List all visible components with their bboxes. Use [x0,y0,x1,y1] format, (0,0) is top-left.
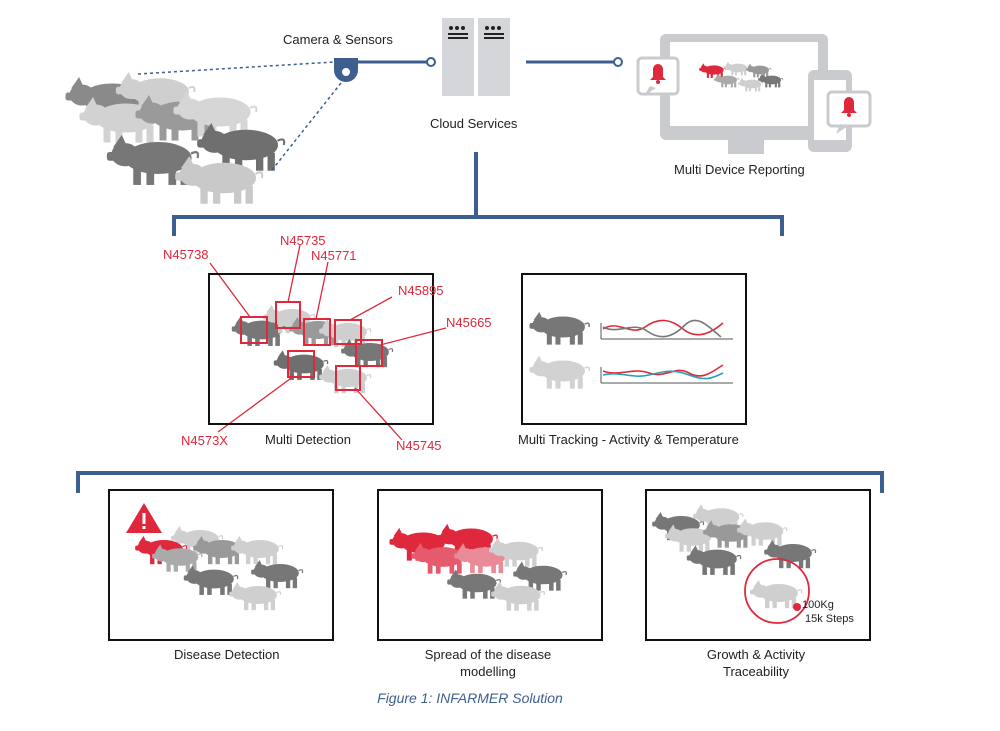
temperature-line [602,319,722,338]
multi-detection-panel [208,273,434,425]
cloud-report-node [613,57,623,67]
growth-traceability-panel: 100Kg 15k Steps [645,489,871,641]
tag-n4573x: N4573X [181,433,228,448]
tag-n45745: N45745 [396,438,442,453]
bell-icon-phone [826,90,872,134]
multi-device-reporting-label: Multi Device Reporting [674,162,805,177]
tag-n45771: N45771 [311,248,357,263]
multi-tracking-label: Multi Tracking - Activity & Temperature [518,432,739,447]
figure-caption: Figure 1: INFARMER Solution [377,690,563,706]
spread-modelling-panel [377,489,603,641]
tag-n45895: N45895 [398,283,444,298]
detection-leader-lines [209,244,447,441]
multi-tracking-panel [521,273,747,425]
growth-graphic [651,504,817,624]
steps-readout: 15k Steps [805,613,854,625]
spread-graphic [389,523,567,611]
camera-icon [334,58,358,82]
tracking-circle [744,558,810,624]
temperature-line-2 [602,370,724,380]
weight-readout: 100Kg [802,599,834,611]
activity-line-2 [602,364,724,377]
camera-cloud-node [426,57,436,67]
camera-view-line-top [137,61,335,75]
disease-detection-panel [108,489,334,641]
middle-bracket [172,152,784,236]
tracking-point [793,603,801,611]
cloud-services-label: Cloud Services [430,116,518,131]
disease-detection-label: Disease Detection [174,647,280,662]
warning-icon [126,503,162,533]
bell-icon [636,56,680,96]
tag-n45738: N45738 [163,247,209,262]
camera-sensors-label: Camera & Sensors [283,32,393,47]
growth-label-line2: Traceability [723,664,789,679]
spread-label-line2: modelling [460,664,516,679]
tag-n45665: N45665 [446,315,492,330]
server-icon [442,18,510,96]
disease-graphic [126,503,304,611]
tag-n45735: N45735 [280,233,326,248]
multi-detection-label: Multi Detection [265,432,351,447]
growth-label-line1: Growth & Activity [706,647,806,662]
camera-view-line-bottom [271,77,346,171]
tracking-graphic [529,311,733,389]
spread-label-line1: Spread of the disease [424,647,552,662]
